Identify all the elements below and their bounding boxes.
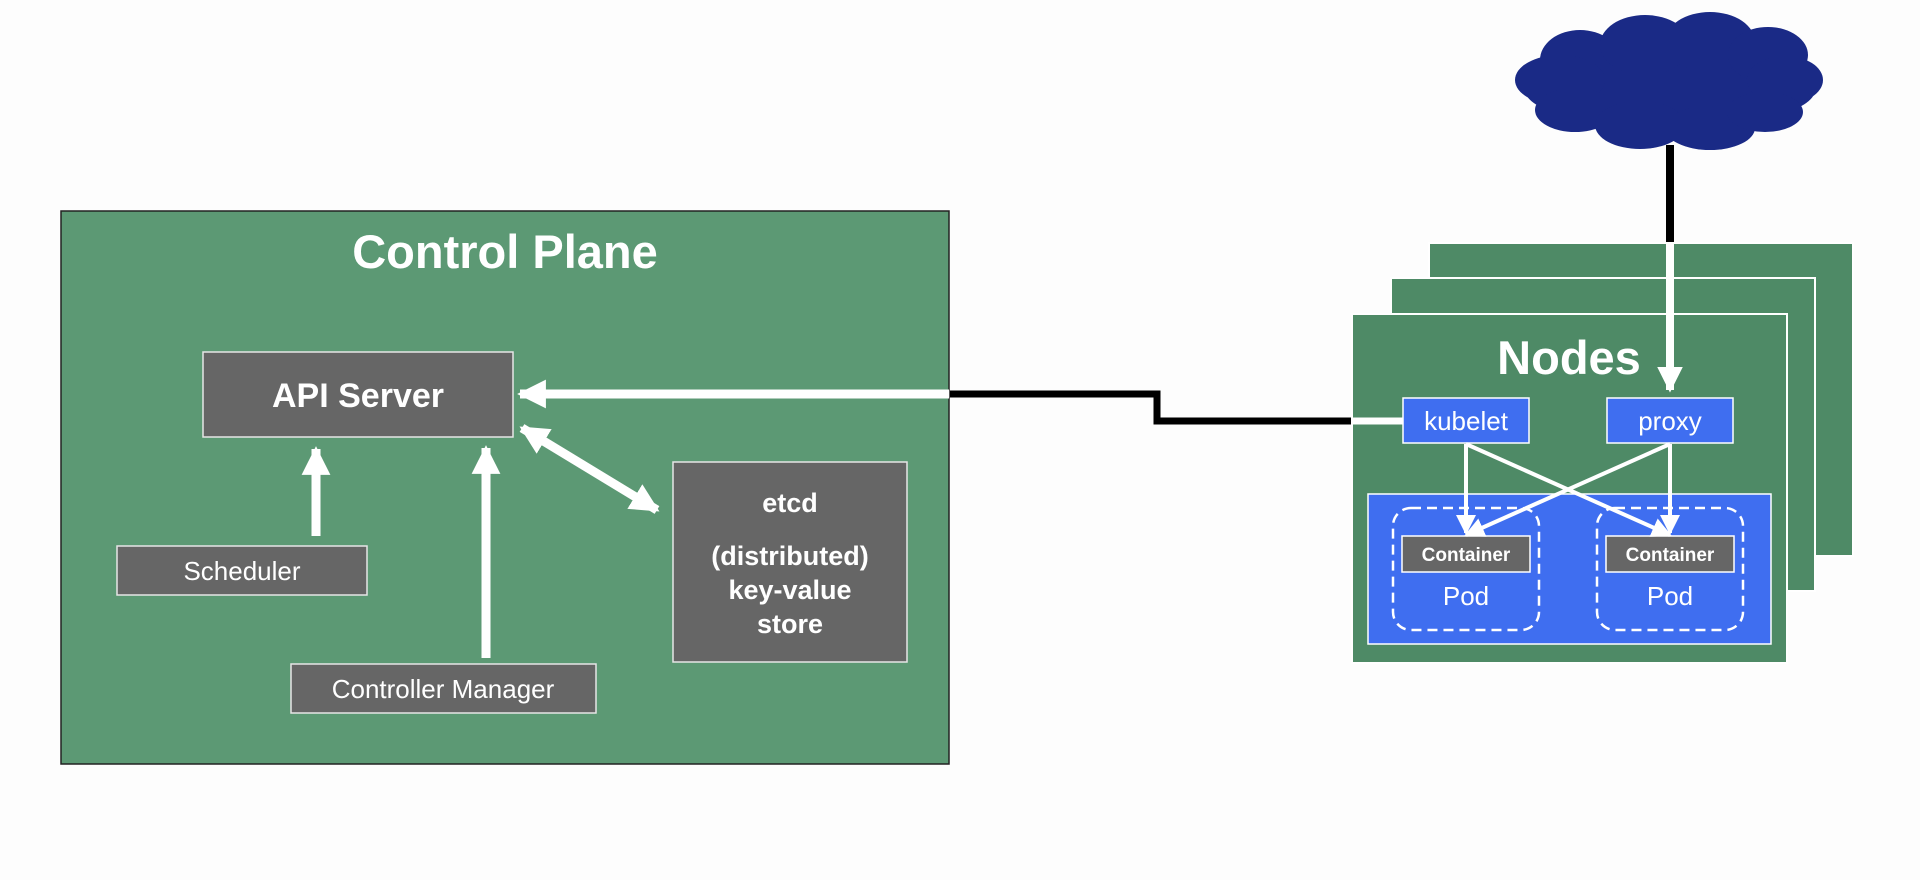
etcd-label: etcd <box>762 488 818 518</box>
etcd-box: etcd (distributed) key-value store <box>672 461 908 663</box>
pod-2-container-box <box>1605 535 1735 573</box>
etcd-description-line2: key-value <box>728 575 851 605</box>
kubelet-box: kubelet <box>1402 397 1530 444</box>
pod-1: Container Pod <box>1391 506 1541 632</box>
nodes-title: Nodes <box>1497 331 1641 384</box>
cloud-icon <box>1515 12 1823 150</box>
controller-manager-box: Controller Manager <box>290 663 597 714</box>
etcd-description-line3: store <box>757 609 823 639</box>
control-plane-title: Control Plane <box>352 225 658 278</box>
controller-manager-label: Controller Manager <box>332 674 555 704</box>
pod-2-label: Pod <box>1647 581 1693 611</box>
api-server-label: API Server <box>272 377 444 415</box>
arrow-api-server-etcd <box>519 424 660 514</box>
api-server-box: API Server <box>202 351 514 438</box>
proxy-label: proxy <box>1638 406 1702 436</box>
arrow-proxy-to-container-1 <box>1464 442 1671 537</box>
pod-1-container-box <box>1401 535 1531 573</box>
scheduler-box: Scheduler <box>116 545 368 596</box>
pod-1-container-label: Container <box>1422 545 1511 566</box>
control-plane-to-node-connector <box>950 390 1352 425</box>
proxy-box: proxy <box>1606 397 1734 444</box>
pod-2: Container Pod <box>1595 506 1745 632</box>
pod-2-container-label: Container <box>1626 545 1715 566</box>
kubelet-label: kubelet <box>1424 406 1509 436</box>
etcd-description-line1: (distributed) <box>711 541 868 571</box>
pod-1-label: Pod <box>1443 581 1489 611</box>
scheduler-label: Scheduler <box>183 556 300 586</box>
